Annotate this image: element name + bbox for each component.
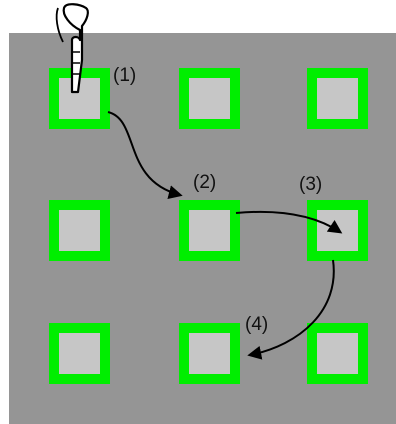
- tile-center: [317, 333, 358, 374]
- grid-tile-r3c2[interactable]: [179, 323, 240, 384]
- step-label-2: (2): [193, 172, 216, 193]
- grid-tile-r2c1[interactable]: [49, 200, 110, 261]
- tile-center: [59, 333, 100, 374]
- grid-tile-r3c1[interactable]: [49, 323, 110, 384]
- step-arrow-1-to-2: [107, 111, 183, 199]
- step-arrow-2-to-3: [235, 210, 343, 234]
- tile-center: [317, 78, 358, 119]
- step-label-1: (1): [113, 65, 136, 86]
- grid-tile-r1c2[interactable]: [179, 68, 240, 129]
- tile-center: [189, 333, 230, 374]
- tile-center: [59, 210, 100, 251]
- step-label-4: (4): [245, 314, 268, 335]
- step-arrow-3-to-4: [247, 259, 335, 360]
- grid-tile-r2c2[interactable]: [179, 200, 240, 261]
- tile-center: [189, 210, 230, 251]
- pointing-hand-icon: [55, 3, 89, 94]
- grid-tile-r1c3[interactable]: [307, 68, 368, 129]
- step-label-3: (3): [299, 174, 322, 195]
- tile-center: [189, 78, 230, 119]
- grid-tile-r3c3[interactable]: [307, 323, 368, 384]
